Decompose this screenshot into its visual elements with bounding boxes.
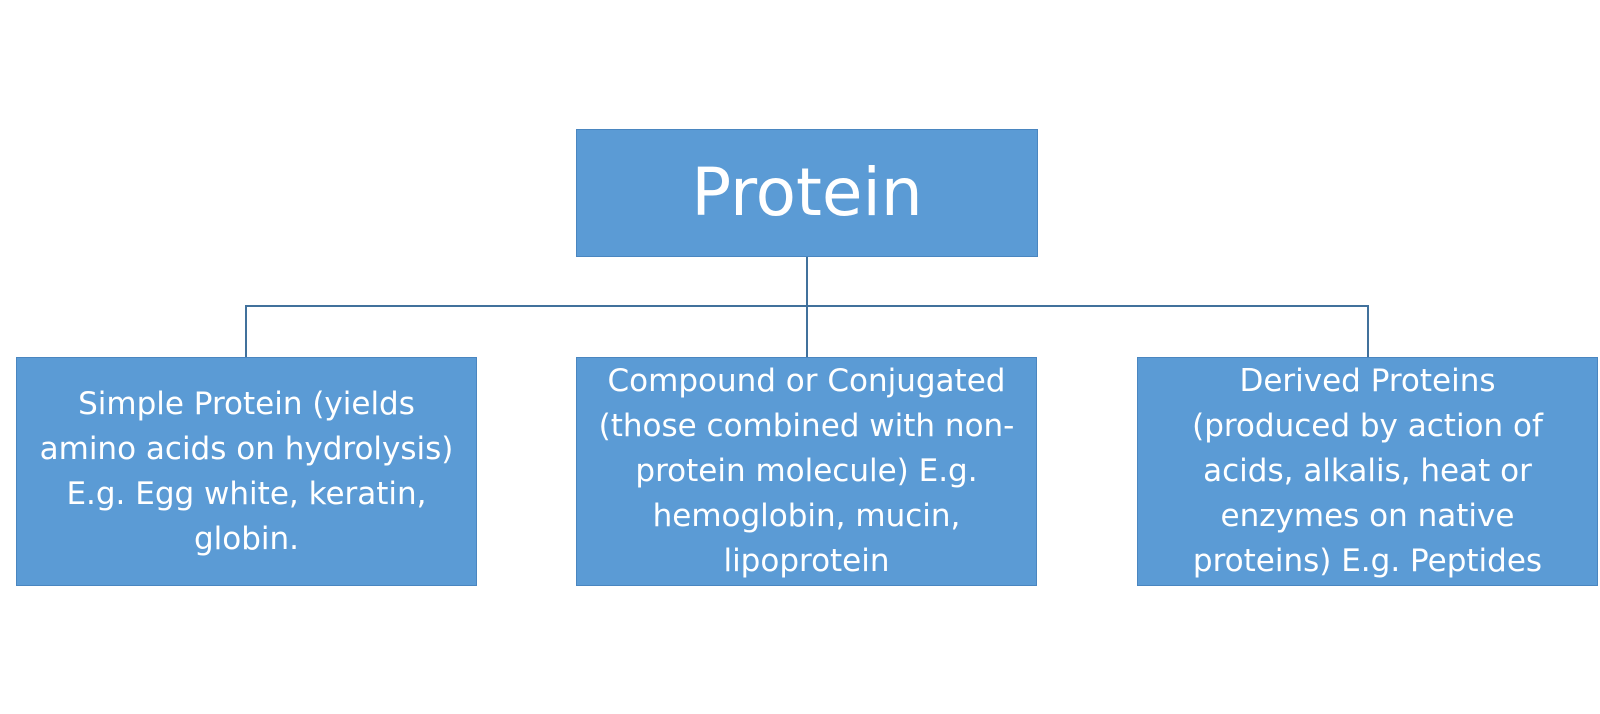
- connector-horizontal-bar: [245, 305, 1369, 307]
- child-node-compound-protein: Compound or Conjugated (those combined w…: [576, 357, 1037, 586]
- child-node-simple-protein: Simple Protein (yields amino acids on hy…: [16, 357, 477, 586]
- child-node-label: Compound or Conjugated (those combined w…: [598, 363, 1015, 579]
- root-node-label: Protein: [691, 154, 923, 231]
- connector-to-derived-proteins: [1367, 305, 1369, 357]
- connector-root-down: [806, 257, 808, 357]
- connector-to-simple-protein: [245, 305, 247, 357]
- child-node-label: Simple Protein (yields amino acids on hy…: [39, 385, 454, 557]
- root-node-protein: Protein: [576, 129, 1038, 257]
- child-node-label: Derived Proteins (produced by action of …: [1192, 363, 1543, 579]
- child-node-derived-proteins: Derived Proteins (produced by action of …: [1137, 357, 1598, 586]
